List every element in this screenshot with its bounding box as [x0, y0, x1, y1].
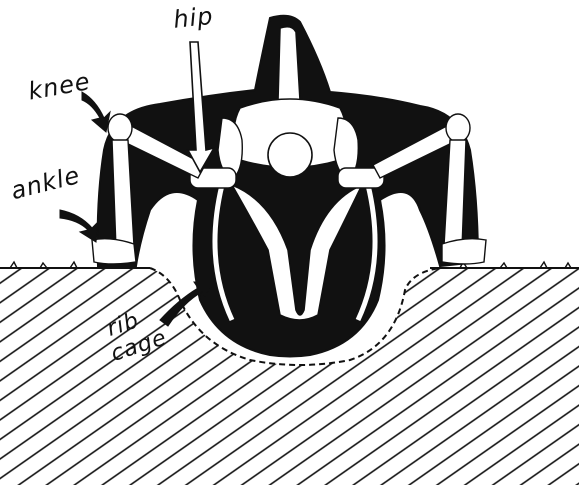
- skull-ball: [268, 133, 312, 177]
- right-knee-joint: [446, 114, 470, 142]
- right-foot: [442, 239, 486, 264]
- label-hip: hip: [172, 2, 215, 34]
- neck-bone: [278, 27, 300, 104]
- ankle-arrow: [60, 210, 98, 242]
- left-foot: [92, 239, 136, 264]
- knee-arrow: [82, 92, 110, 132]
- left-knee-joint: [108, 114, 132, 142]
